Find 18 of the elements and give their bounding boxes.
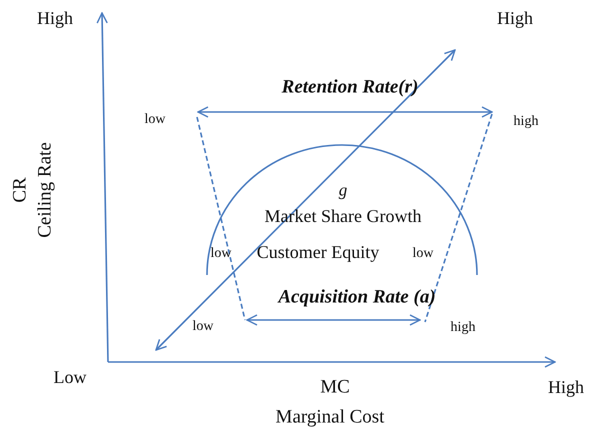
scale-title: Acquisition Rate (a) — [278, 288, 436, 306]
center-text: Customer Equity — [256, 243, 380, 261]
scale-end-label: low — [210, 247, 232, 261]
scale-end-label: low — [144, 113, 166, 127]
axis-title: MC — [320, 378, 350, 396]
axis-title: Ceiling Rate — [36, 142, 54, 238]
axis-end-label: High — [497, 9, 533, 27]
scale-end-label: high — [450, 321, 476, 335]
axis-end-label: Low — [54, 368, 86, 386]
axis-end-label: High — [548, 378, 584, 396]
scale-end-label: high — [514, 115, 538, 129]
axis-title: CR — [10, 177, 30, 203]
variable-label: g — [338, 182, 348, 198]
scale-title: Retention Rate(r) — [282, 78, 418, 96]
axis-title: Marginal Cost — [276, 408, 384, 426]
scale-end-label: low — [192, 320, 214, 334]
axis-end-label: High — [37, 9, 73, 27]
scale-end-label: low — [412, 247, 434, 261]
